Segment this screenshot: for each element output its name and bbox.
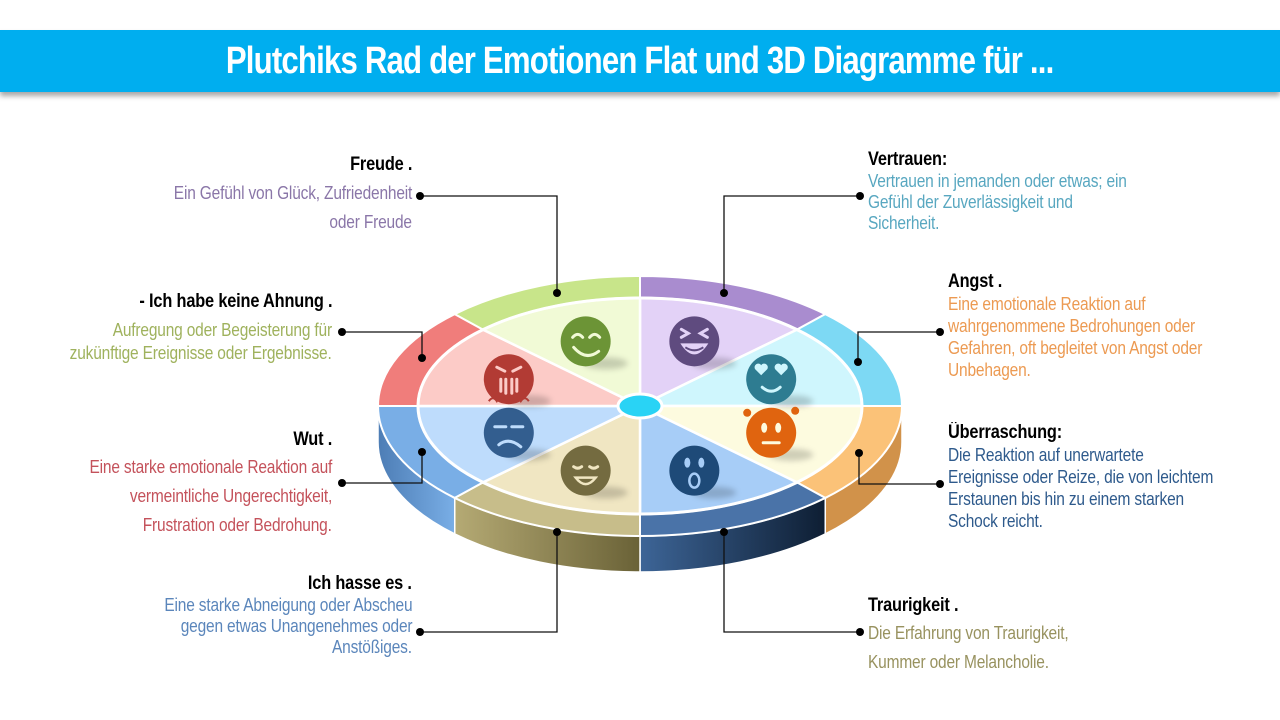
label-line: Vertrauen in jemanden oder etwas; ein: [868, 171, 1127, 191]
content-face-icon: [560, 445, 628, 499]
label-line: Eine starke Abneigung oder Abscheu: [163, 595, 412, 615]
label-line: Aufregung oder Begeisterung für: [112, 320, 332, 340]
label-line: Eine starke emotionale Reaktion auf: [89, 457, 332, 477]
label-line: vermeintliche Ungerechtigkeit,: [129, 486, 332, 506]
label-desc: Eine emotionale Reaktion auf wahrgenomme…: [948, 293, 1268, 381]
label-angst: Angst . Eine emotionale Reaktion auf wah…: [948, 271, 1268, 381]
label-desc: Aufregung oder Begeisterung für zukünfti…: [12, 319, 332, 364]
page-title: Plutchiks Rad der Emotionen Flat und 3D …: [226, 39, 1054, 82]
laughing-face-icon: [669, 316, 737, 370]
label-line: Gefühl der Zuverlässigkeit und: [868, 192, 1073, 212]
label-line: Unbehagen.: [948, 360, 1031, 380]
label-title: - Ich habe keine Ahnung .: [138, 291, 332, 312]
heart-eyes-face-icon: [746, 354, 814, 408]
label-title: Wut .: [293, 429, 332, 450]
label-line: gegen etwas Unangenehmes oder: [180, 616, 412, 636]
label-title: Vertrauen:: [868, 149, 948, 170]
label-line: Erstaunen bis hin zu einem starken: [948, 489, 1184, 509]
surprised-face-icon: [669, 445, 737, 499]
label-desc: Eine starke emotionale Reaktion auf verm…: [12, 456, 332, 536]
label-title: Ich hasse es .: [308, 573, 412, 594]
label-line: Eine emotionale Reaktion auf: [948, 294, 1146, 314]
label-line: Ereignisse oder Reize, die von leichtem: [948, 467, 1214, 487]
label-title: Angst .: [948, 271, 1003, 292]
label-desc: Vertrauen in jemanden oder etwas; ein Ge…: [868, 171, 1208, 234]
label-line: zukünftige Ereignisse oder Ergebnisse.: [70, 343, 332, 363]
label-title: Freude .: [349, 154, 412, 175]
annoyed-face-icon: [483, 407, 551, 461]
label-vertrauen: Vertrauen: Vertrauen in jemanden oder et…: [868, 149, 1208, 234]
label-line: Anstößiges.: [332, 637, 412, 657]
label-title: Traurigkeit .: [868, 595, 959, 616]
wheel-hub: [616, 392, 664, 420]
label-hasse: Ich hasse es . Eine starke Abneigung ode…: [92, 573, 412, 658]
label-wut: Wut . Eine starke emotionale Reaktion au…: [12, 429, 332, 536]
label-desc: Die Reaktion auf unerwartete Ereignisse …: [948, 444, 1268, 532]
label-line: Die Erfahrung von Traurigkeit,: [868, 623, 1069, 643]
label-line: Ein Gefühl von Glück, Zufriedenheit: [173, 183, 413, 203]
label-desc: Eine starke Abneigung oder Abscheu gegen…: [92, 595, 412, 658]
label-line: oder Freude: [329, 212, 413, 232]
label-desc: Die Erfahrung von Traurigkeit, Kummer od…: [868, 622, 1188, 673]
label-line: Sicherheit.: [868, 213, 940, 233]
label-traurigkeit: Traurigkeit . Die Erfahrung von Traurigk…: [868, 595, 1188, 673]
label-line: Die Reaktion auf unerwartete: [948, 445, 1144, 465]
smirking-face-icon: [560, 316, 628, 370]
label-keine-ahnung: - Ich habe keine Ahnung . Aufregung oder…: [12, 291, 332, 364]
label-desc: Ein Gefühl von Glück, Zufriedenheit oder…: [92, 182, 413, 233]
label-ueberraschung: Überraschung: Die Reaktion auf unerwarte…: [948, 422, 1268, 532]
angry-face-icon: [483, 354, 551, 408]
label-line: Frustration oder Bedrohung.: [143, 515, 332, 535]
label-freude: Freude . Ein Gefühl von Glück, Zufrieden…: [92, 154, 413, 233]
label-line: wahrgenommene Bedrohungen oder: [948, 316, 1196, 336]
label-line: Kummer oder Melancholie.: [868, 652, 1049, 672]
label-line: Schock reicht.: [948, 511, 1043, 531]
label-line: Gefahren, oft begleitet von Angst oder: [948, 338, 1203, 358]
inner-rim: [416, 296, 864, 516]
nervous-face-icon: [743, 406, 814, 461]
title-bar: Plutchiks Rad der Emotionen Flat und 3D …: [0, 30, 1280, 92]
label-title: Überraschung:: [948, 422, 1062, 443]
